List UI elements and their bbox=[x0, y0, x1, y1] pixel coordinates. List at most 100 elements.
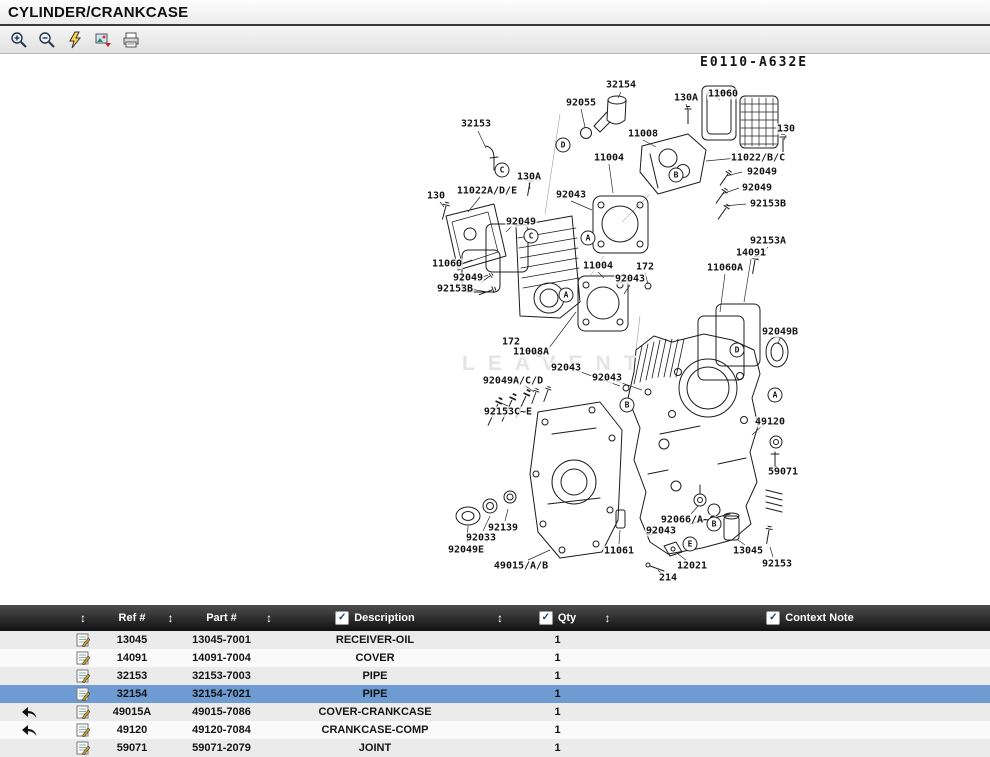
sort-icon[interactable]: ↕ bbox=[80, 612, 86, 624]
part-label[interactable]: 59071 bbox=[767, 467, 799, 478]
part-label[interactable]: 92153A bbox=[749, 236, 787, 247]
edit-note-icon[interactable] bbox=[76, 723, 90, 737]
part-label[interactable]: 92049A/C/D bbox=[482, 376, 544, 387]
diagram-toolbar bbox=[0, 26, 990, 54]
part-label[interactable]: 11060A bbox=[706, 263, 744, 274]
part-label[interactable]: 12021 bbox=[676, 561, 708, 572]
callout-letter: C bbox=[524, 229, 539, 244]
part-column-header: Part # bbox=[206, 612, 237, 624]
part-label[interactable]: 11061 bbox=[603, 546, 635, 557]
part-label[interactable]: 92049B bbox=[761, 327, 799, 338]
description-cell: PIPE bbox=[280, 685, 470, 703]
description-cell: COVER-CRANKCASE bbox=[280, 703, 470, 721]
part-label[interactable]: 92049 bbox=[452, 273, 484, 284]
sort-icon[interactable]: ↕ bbox=[605, 612, 611, 624]
table-header: ↕ Ref # ↕ Part # ↕ ✓ Description ↕ ✓ Qty… bbox=[0, 605, 990, 631]
part-label[interactable]: 92055 bbox=[565, 98, 597, 109]
part-label[interactable]: 130 bbox=[776, 124, 796, 135]
part-label[interactable]: 11060 bbox=[431, 259, 463, 270]
table-row[interactable]: 5907159071-2079JOINT1 bbox=[0, 739, 990, 757]
edit-note-icon[interactable] bbox=[76, 669, 90, 683]
part-cell: 32153-7003 bbox=[185, 667, 258, 685]
part-cell: 14091-7004 bbox=[185, 649, 258, 667]
part-label[interactable]: 11022/B/C bbox=[730, 153, 786, 164]
part-label[interactable]: 92043 bbox=[614, 274, 646, 285]
edit-note-icon[interactable] bbox=[76, 651, 90, 665]
part-label[interactable]: 32153 bbox=[460, 119, 492, 130]
sort-icon[interactable]: ↕ bbox=[266, 612, 272, 624]
part-label[interactable]: 92033 bbox=[465, 533, 497, 544]
part-label[interactable]: 92043 bbox=[591, 373, 623, 384]
part-label[interactable]: 49015/A/B bbox=[493, 561, 549, 572]
part-label[interactable]: 92153 bbox=[761, 559, 793, 570]
print-icon[interactable] bbox=[120, 29, 141, 50]
callout-letter: A bbox=[559, 288, 574, 303]
description-cell: RECEIVER-OIL bbox=[280, 631, 470, 649]
callout-letter: D bbox=[556, 138, 571, 153]
qty-checkbox[interactable]: ✓ bbox=[539, 611, 553, 625]
part-label[interactable]: 92153B bbox=[749, 199, 787, 210]
table-row[interactable]: 3215432154-7021PIPE1 bbox=[0, 685, 990, 703]
part-label[interactable]: 11008 bbox=[627, 129, 659, 140]
part-label[interactable]: 92049E bbox=[447, 545, 485, 556]
drill-down-arrow-icon[interactable] bbox=[0, 703, 58, 721]
part-label[interactable]: 11060 bbox=[707, 89, 739, 100]
sort-icon[interactable]: ↕ bbox=[497, 612, 503, 624]
part-label[interactable]: 214 bbox=[658, 573, 678, 584]
part-label[interactable]: 92153C~E bbox=[483, 407, 533, 418]
part-label[interactable]: 92043 bbox=[550, 363, 582, 374]
context-note-column-header: Context Note bbox=[785, 612, 853, 624]
ref-cell: 32154 bbox=[108, 685, 156, 703]
table-row[interactable]: 4912049120-7084CRANKCASE-COMP1 bbox=[0, 721, 990, 739]
zoom-out-icon[interactable] bbox=[36, 29, 57, 50]
table-row[interactable]: 1409114091-7004COVER1 bbox=[0, 649, 990, 667]
context-note-cell bbox=[630, 739, 990, 757]
part-label[interactable]: 11008A bbox=[512, 347, 550, 358]
zoom-in-icon[interactable] bbox=[8, 29, 29, 50]
part-cell: 13045-7001 bbox=[185, 631, 258, 649]
part-label[interactable]: 92049 bbox=[741, 183, 773, 194]
context-note-cell bbox=[630, 721, 990, 739]
part-label[interactable]: 14091 bbox=[735, 248, 767, 259]
table-row[interactable]: 49015A49015-7086COVER-CRANKCASE1 bbox=[0, 703, 990, 721]
table-row[interactable]: 3215332153-7003PIPE1 bbox=[0, 667, 990, 685]
part-label[interactable]: 11004 bbox=[593, 153, 625, 164]
sort-icon[interactable]: ↕ bbox=[168, 612, 174, 624]
qty-cell: 1 bbox=[530, 649, 585, 667]
context-note-checkbox[interactable]: ✓ bbox=[766, 611, 780, 625]
qty-column-header: Qty bbox=[558, 612, 576, 624]
flash-tool-icon[interactable] bbox=[64, 29, 85, 50]
edit-note-icon[interactable] bbox=[76, 705, 90, 719]
part-label[interactable]: 49120 bbox=[754, 417, 786, 428]
image-tool-icon[interactable] bbox=[92, 29, 113, 50]
qty-cell: 1 bbox=[530, 739, 585, 757]
part-label[interactable]: 172 bbox=[635, 262, 655, 273]
part-label[interactable]: 92043 bbox=[645, 526, 677, 537]
part-label[interactable]: 11004 bbox=[582, 261, 614, 272]
table-row[interactable]: 1304513045-7001RECEIVER-OIL1 bbox=[0, 631, 990, 649]
part-label[interactable]: 13045 bbox=[732, 546, 764, 557]
edit-note-icon[interactable] bbox=[76, 741, 90, 755]
part-label[interactable]: 130 bbox=[426, 191, 446, 202]
callout-letter: C bbox=[495, 163, 510, 178]
ref-cell: 49120 bbox=[108, 721, 156, 739]
ref-cell: 13045 bbox=[108, 631, 156, 649]
qty-cell: 1 bbox=[530, 721, 585, 739]
context-note-cell bbox=[630, 631, 990, 649]
part-label[interactable]: 92153B bbox=[436, 284, 474, 295]
drill-down-arrow-icon bbox=[0, 649, 58, 667]
page-title: CYLINDER/CRANKCASE bbox=[0, 0, 990, 26]
edit-note-icon[interactable] bbox=[76, 633, 90, 647]
part-label[interactable]: 92049 bbox=[505, 217, 537, 228]
edit-note-icon[interactable] bbox=[76, 687, 90, 701]
drill-down-arrow-icon[interactable] bbox=[0, 721, 58, 739]
drill-down-arrow-icon bbox=[0, 631, 58, 649]
part-label[interactable]: 130A bbox=[673, 93, 699, 104]
description-checkbox[interactable]: ✓ bbox=[335, 611, 349, 625]
part-label[interactable]: 130A bbox=[516, 172, 542, 183]
part-label[interactable]: 92049 bbox=[746, 167, 778, 178]
context-note-cell bbox=[630, 649, 990, 667]
part-label[interactable]: 92043 bbox=[555, 190, 587, 201]
part-label[interactable]: 11022A/D/E bbox=[456, 186, 518, 197]
part-label[interactable]: 32154 bbox=[605, 80, 637, 91]
